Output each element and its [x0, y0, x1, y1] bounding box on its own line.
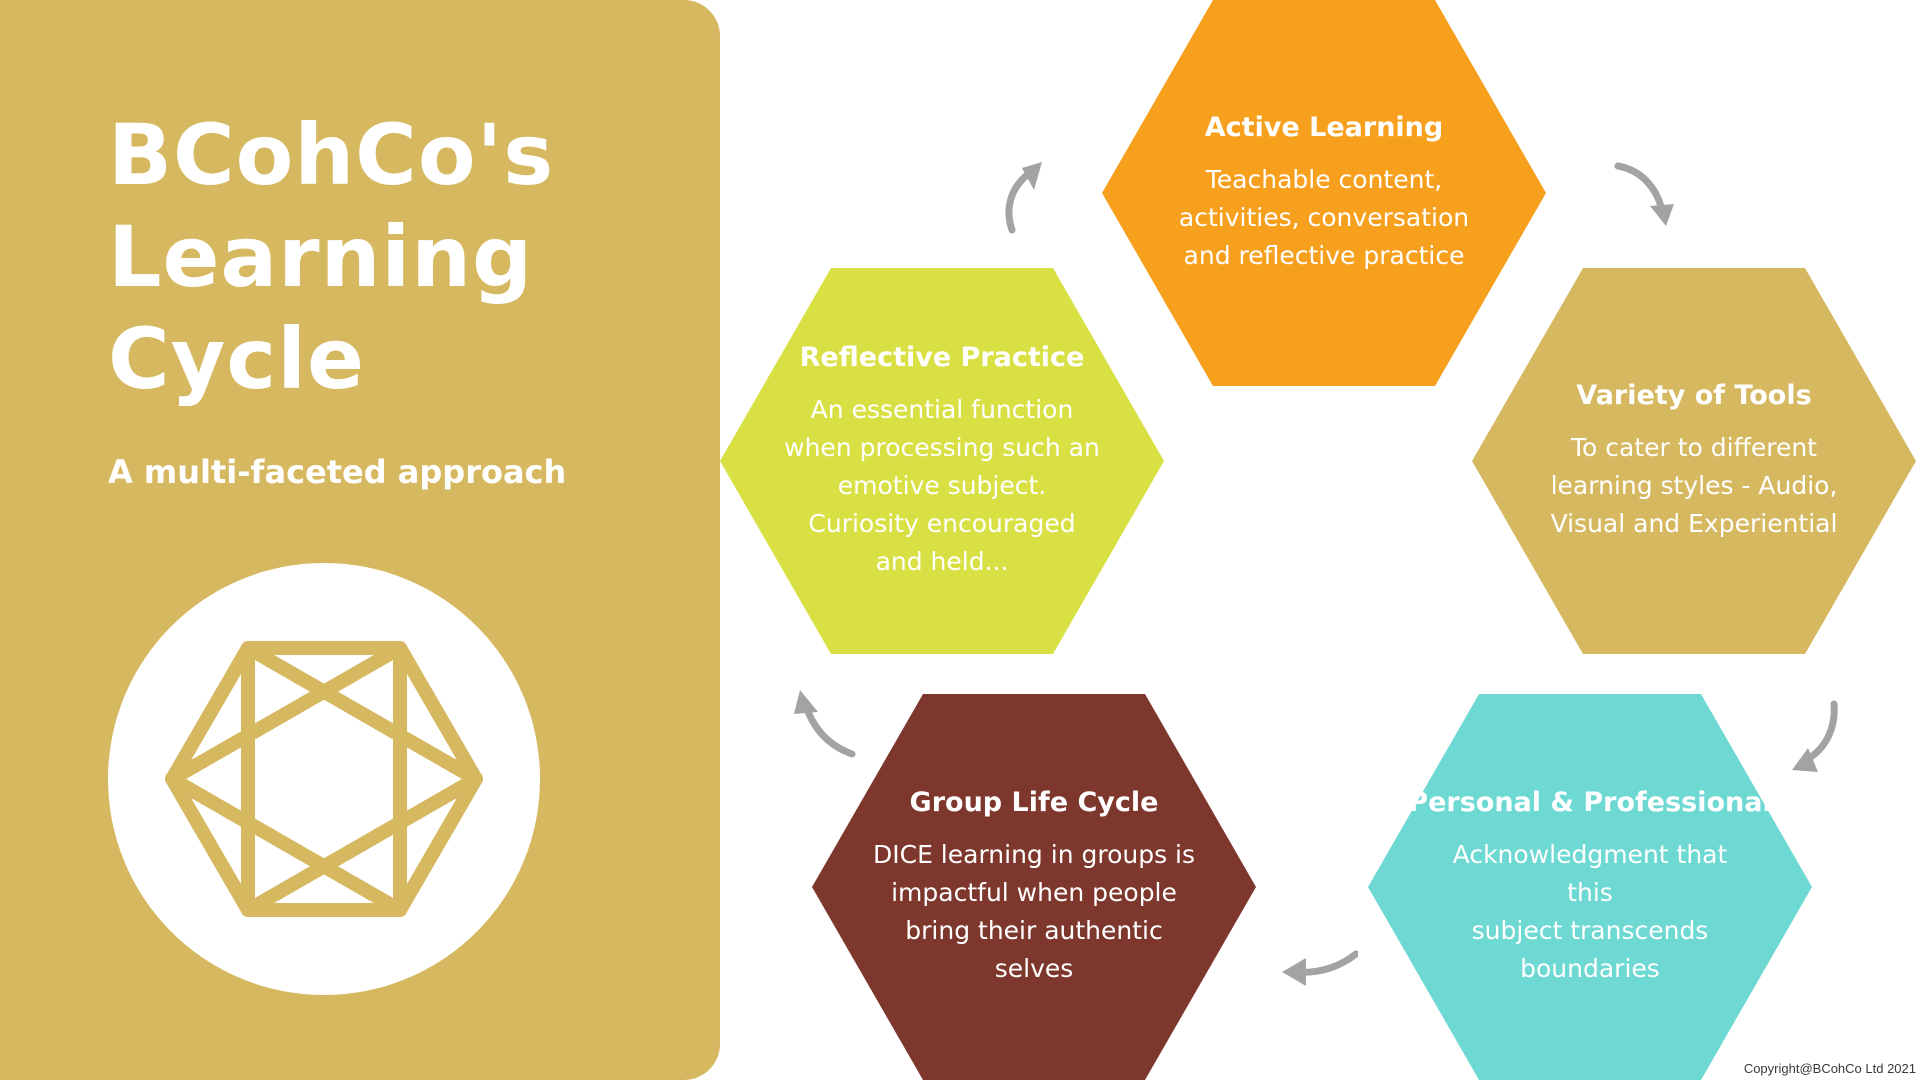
description-line: Acknowledgment that — [1452, 840, 1728, 869]
node-description: Acknowledgment that this subject transce… — [1453, 836, 1728, 988]
description-line: To cater to different — [1571, 433, 1817, 462]
curved-arrow-icon — [1005, 162, 1042, 234]
description-line: Teachable content, — [1205, 165, 1443, 194]
title-line: Learning — [108, 208, 534, 306]
node-title: Variety of Tools — [1576, 380, 1812, 411]
node-title: Personal & Professional — [1408, 787, 1772, 818]
page-title: BCohCo's Learning Cycle — [108, 104, 688, 410]
node-text: Personal & Professional Acknowledgment t… — [1408, 694, 1771, 1080]
node-description: Teachable content, activities, conversat… — [1179, 161, 1469, 275]
description-line: learning styles - Audio, — [1550, 471, 1838, 500]
description-line: activities, conversation — [1178, 203, 1470, 232]
hexagon-shape — [1472, 268, 1916, 654]
description-line: impactful when people — [891, 878, 1177, 907]
node-description: An essential function when processing su… — [784, 391, 1100, 581]
node-title: Group Life Cycle — [909, 787, 1159, 818]
hexagon-shape — [1368, 694, 1812, 1080]
copyright-notice: Copyright@BCohCo Ltd 2021 — [1743, 1061, 1916, 1076]
node-description: To cater to different learning styles - … — [1551, 429, 1838, 543]
description-line: this — [1567, 878, 1613, 907]
description-line: Curiosity encouraged — [808, 509, 1076, 538]
curved-arrow-icon — [794, 690, 856, 758]
description-line: when processing such an — [784, 433, 1100, 462]
title-line: BCohCo's — [108, 106, 555, 204]
hexagon-shape — [1102, 0, 1546, 386]
hexagon-shape — [812, 694, 1256, 1080]
description-line: Visual and Experiential — [1550, 509, 1838, 538]
description-line: selves — [994, 954, 1074, 983]
description-line: bring their authentic — [905, 916, 1163, 945]
description-line: and reflective practice — [1183, 241, 1465, 270]
hexagon-shape — [720, 268, 1164, 654]
description-line: boundaries — [1520, 954, 1660, 983]
curved-arrow-icon — [1792, 700, 1838, 772]
cycle-node-variety-of-tools: Variety of Tools To cater to different l… — [1472, 268, 1916, 654]
node-text: Active Learning Teachable content, activ… — [1172, 0, 1476, 386]
description-line: emotive subject. — [837, 471, 1047, 500]
title-panel: BCohCo's Learning Cycle A multi-faceted … — [0, 0, 720, 1080]
node-text: Group Life Cycle DICE learning in groups… — [873, 694, 1195, 1080]
curved-arrow-icon — [1614, 162, 1674, 226]
node-description: DICE learning in groups is impactful whe… — [873, 836, 1195, 988]
description-line: and held... — [875, 547, 1009, 576]
title-line: Cycle — [108, 310, 365, 408]
node-text: Variety of Tools To cater to different l… — [1542, 268, 1846, 654]
cycle-node-personal-professional: Personal & Professional Acknowledgment t… — [1368, 694, 1812, 1080]
curved-arrow-icon — [1282, 950, 1358, 986]
node-text: Reflective Practice An essential functio… — [784, 268, 1100, 654]
description-line: An essential function — [810, 395, 1074, 424]
node-title: Active Learning — [1204, 112, 1444, 143]
star-hexagon-logo-icon — [108, 563, 540, 995]
subtitle: A multi-faceted approach — [108, 453, 567, 491]
cycle-node-active-learning: Active Learning Teachable content, activ… — [1102, 0, 1546, 386]
cycle-node-reflective-practice: Reflective Practice An essential functio… — [720, 268, 1164, 654]
description-line: subject transcends — [1471, 916, 1709, 945]
cycle-node-group-life-cycle: Group Life Cycle DICE learning in groups… — [812, 694, 1256, 1080]
node-title: Reflective Practice — [799, 342, 1085, 373]
description-line: DICE learning in groups is — [872, 840, 1196, 869]
